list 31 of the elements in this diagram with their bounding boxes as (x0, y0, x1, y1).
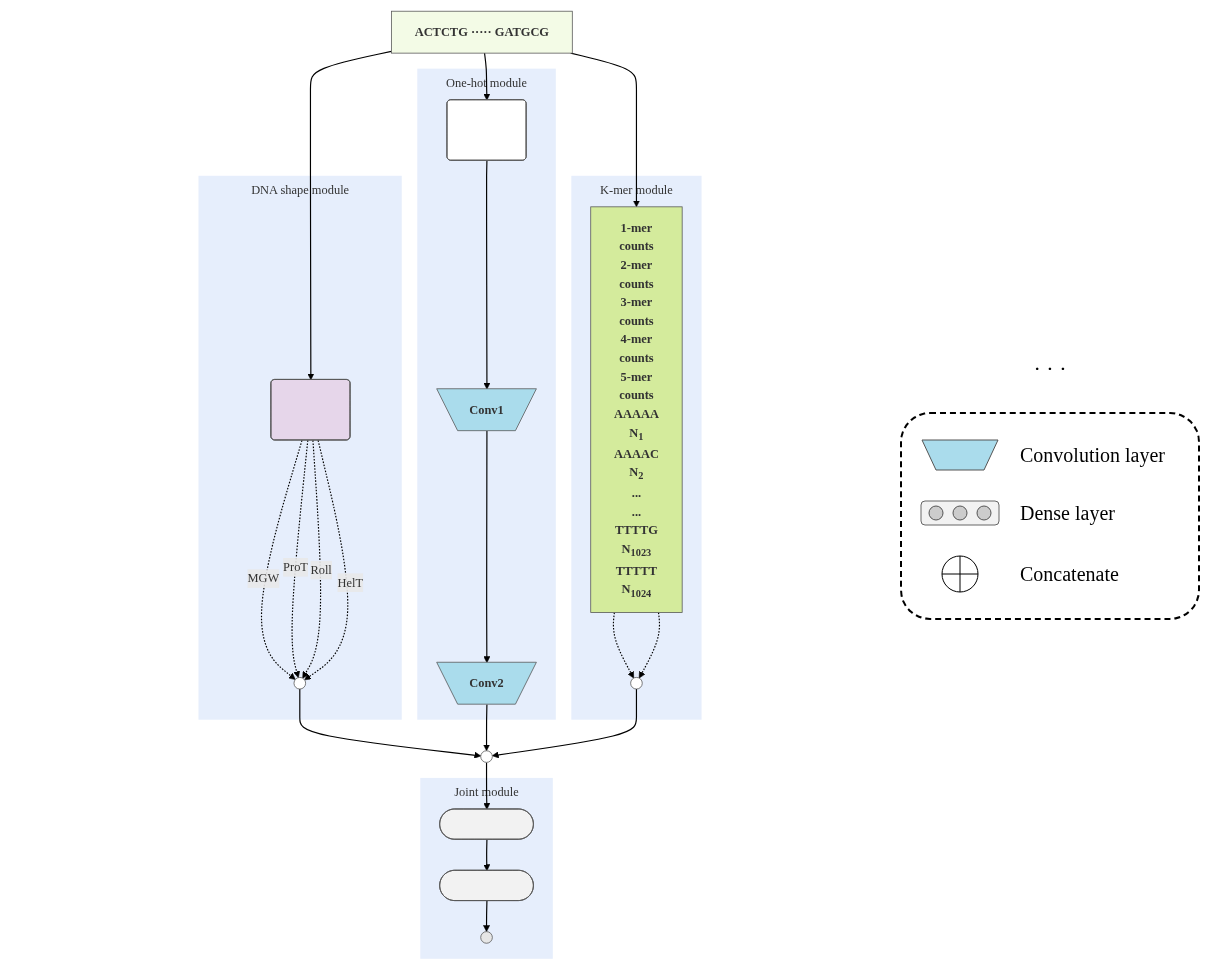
arrow (302, 439, 322, 679)
arrow (491, 688, 637, 759)
legend-label: Convolution layer (1020, 443, 1165, 467)
node-circle (293, 677, 306, 690)
arrow (291, 439, 309, 678)
edge-label: MGW (247, 571, 280, 585)
arrow (483, 430, 491, 663)
arrow (483, 703, 490, 752)
arrow (299, 688, 482, 759)
node-circle (630, 677, 643, 690)
node-box: ACTCTG ····· GATGCG (390, 10, 573, 54)
legend-label: Dense layer (1020, 501, 1115, 525)
arrow (483, 761, 491, 810)
ellipsis-note: · · · (1032, 356, 1068, 382)
edge-label: Roll (310, 563, 332, 577)
edge-label: HelT (337, 575, 363, 589)
arrow (304, 439, 349, 681)
arrow (483, 160, 491, 390)
node-circle (480, 931, 493, 944)
arrow (612, 612, 634, 679)
node-box: 1-mer counts 2-mer counts 3-mer counts 4-mer counts 5-mer counts AAAAA N$_{1}$ AAAAC N$_{2}$ ... ... TTTTG N$_{1023}$ TTTTT N$_{1024}$ (590, 206, 683, 613)
legend-label: Concatenate (1020, 562, 1119, 586)
arrow (307, 50, 392, 381)
arrow (483, 839, 491, 871)
arrow (483, 900, 490, 932)
arrow (638, 612, 661, 679)
arrow (570, 52, 640, 208)
arrow (483, 52, 491, 101)
arrow (260, 439, 303, 680)
node-circle (480, 750, 493, 763)
edge-label: ProT (283, 560, 308, 574)
